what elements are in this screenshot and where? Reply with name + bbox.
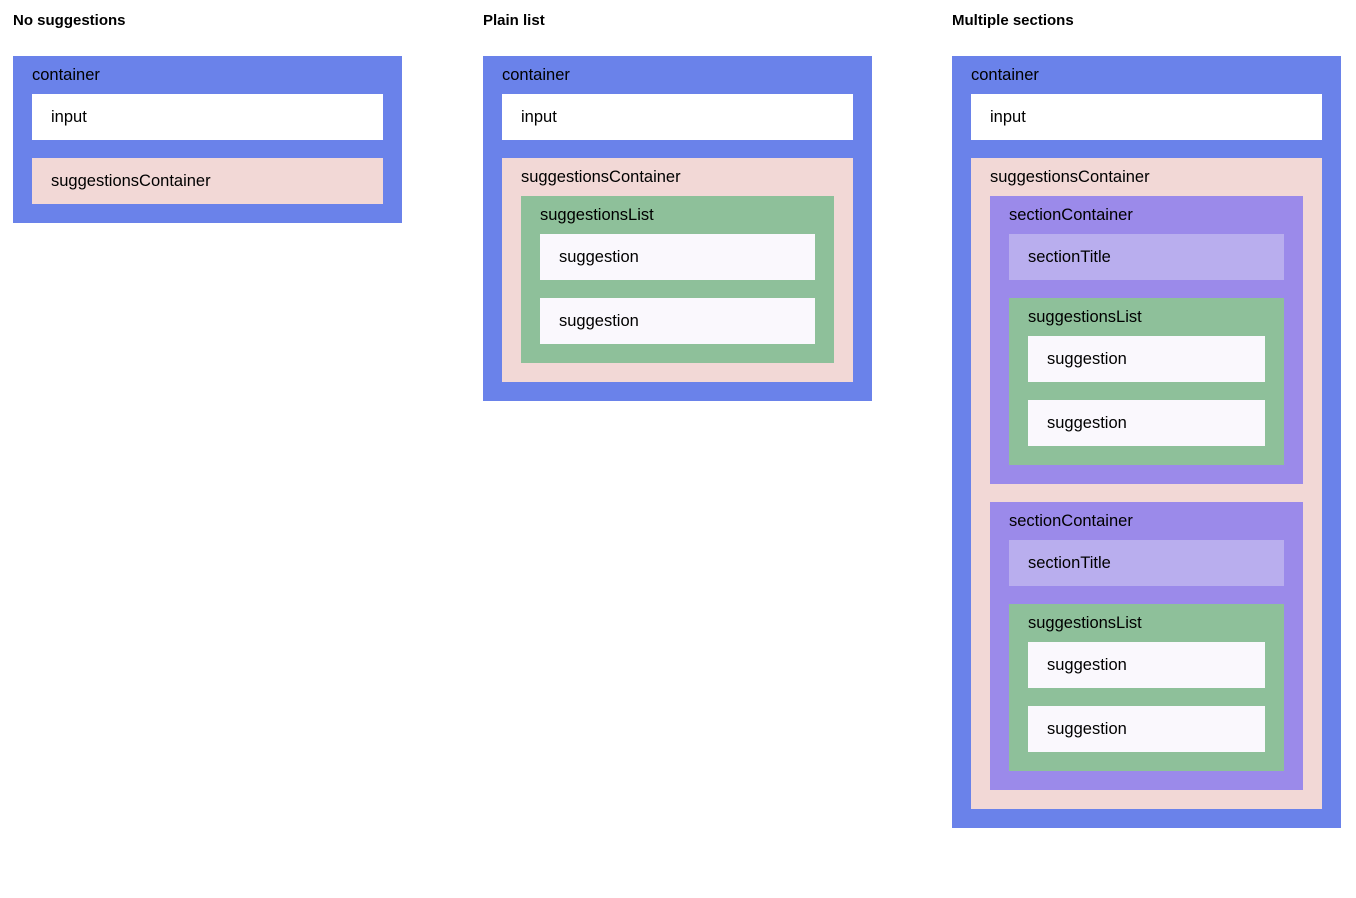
suggestions-container-box: suggestionsContainer bbox=[32, 158, 383, 204]
suggestions-list-box: suggestionsList suggestion suggestion bbox=[1009, 604, 1284, 771]
container-label: container bbox=[502, 66, 570, 84]
suggestions-container-label: suggestionsContainer bbox=[990, 168, 1150, 186]
container-label: container bbox=[32, 66, 100, 84]
suggestions-list-box: suggestionsList suggestion suggestion bbox=[1009, 298, 1284, 465]
section-title-box: sectionTitle bbox=[1009, 540, 1284, 586]
column-body: container input suggestionsContainer sec… bbox=[952, 56, 1341, 828]
suggestions-container-label: suggestionsContainer bbox=[51, 171, 211, 190]
input-label: input bbox=[521, 107, 557, 126]
column-heading: Multiple sections bbox=[952, 12, 1074, 29]
section-container-box: sectionContainer sectionTitle suggestion… bbox=[990, 196, 1303, 484]
input-box[interactable]: input bbox=[502, 94, 853, 140]
suggestion-label: suggestion bbox=[1047, 349, 1127, 368]
suggestion-label: suggestion bbox=[1047, 413, 1127, 432]
input-label: input bbox=[990, 107, 1026, 126]
section-container-children: sectionTitle suggestionsList suggestion bbox=[990, 531, 1303, 790]
section-container-children: sectionTitle suggestionsList suggestion bbox=[990, 225, 1303, 484]
suggestions-container-children: suggestionsList suggestion suggestion bbox=[502, 187, 853, 382]
section-title-label: sectionTitle bbox=[1028, 553, 1111, 572]
suggestions-list-children: suggestion suggestion bbox=[1009, 327, 1284, 465]
suggestion-item[interactable]: suggestion bbox=[1028, 642, 1265, 688]
column-heading: Plain list bbox=[483, 12, 545, 29]
column-body: container input suggestionsContainer bbox=[13, 56, 402, 223]
section-container-label: sectionContainer bbox=[1009, 512, 1133, 530]
container-box: container input suggestionsContainer sec… bbox=[952, 56, 1341, 828]
suggestions-list-label: suggestionsList bbox=[1028, 614, 1142, 632]
suggestions-container-box: suggestionsContainer suggestionsList sug… bbox=[502, 158, 853, 382]
suggestions-list-children: suggestion suggestion bbox=[521, 225, 834, 363]
suggestion-item[interactable]: suggestion bbox=[1028, 706, 1265, 752]
suggestions-list-box: suggestionsList suggestion suggestion bbox=[521, 196, 834, 363]
container-label: container bbox=[971, 66, 1039, 84]
container-box: container input suggestionsContainer bbox=[13, 56, 402, 223]
suggestion-item[interactable]: suggestion bbox=[540, 234, 815, 280]
input-box[interactable]: input bbox=[971, 94, 1322, 140]
container-children: input suggestionsContainer bbox=[13, 85, 402, 223]
section-title-label: sectionTitle bbox=[1028, 247, 1111, 266]
column-heading: No suggestions bbox=[13, 12, 126, 29]
suggestion-item[interactable]: suggestion bbox=[540, 298, 815, 344]
suggestion-item[interactable]: suggestion bbox=[1028, 400, 1265, 446]
container-children: input suggestionsContainer sectionContai… bbox=[952, 85, 1341, 828]
column-body: container input suggestionsContainer sug… bbox=[483, 56, 872, 401]
column-multiple-sections: Multiple sections container input sugges… bbox=[952, 0, 1341, 828]
suggestion-label: suggestion bbox=[1047, 655, 1127, 674]
container-children: input suggestionsContainer suggestionsLi… bbox=[483, 85, 872, 401]
suggestion-label: suggestion bbox=[559, 311, 639, 330]
suggestions-container-box: suggestionsContainer sectionContainer se… bbox=[971, 158, 1322, 809]
section-title-box: sectionTitle bbox=[1009, 234, 1284, 280]
column-plain-list: Plain list container input suggestionsCo… bbox=[483, 0, 872, 401]
input-box[interactable]: input bbox=[32, 94, 383, 140]
suggestions-container-children: sectionContainer sectionTitle suggestion… bbox=[971, 187, 1322, 809]
input-label: input bbox=[51, 107, 87, 126]
suggestion-label: suggestion bbox=[1047, 719, 1127, 738]
section-container-box: sectionContainer sectionTitle suggestion… bbox=[990, 502, 1303, 790]
section-container-label: sectionContainer bbox=[1009, 206, 1133, 224]
container-box: container input suggestionsContainer sug… bbox=[483, 56, 872, 401]
suggestion-label: suggestion bbox=[559, 247, 639, 266]
suggestions-list-label: suggestionsList bbox=[1028, 308, 1142, 326]
suggestion-item[interactable]: suggestion bbox=[1028, 336, 1265, 382]
suggestions-list-label: suggestionsList bbox=[540, 206, 654, 224]
column-no-suggestions: No suggestions container input suggestio… bbox=[13, 0, 402, 223]
suggestions-container-label: suggestionsContainer bbox=[521, 168, 681, 186]
suggestions-list-children: suggestion suggestion bbox=[1009, 633, 1284, 771]
